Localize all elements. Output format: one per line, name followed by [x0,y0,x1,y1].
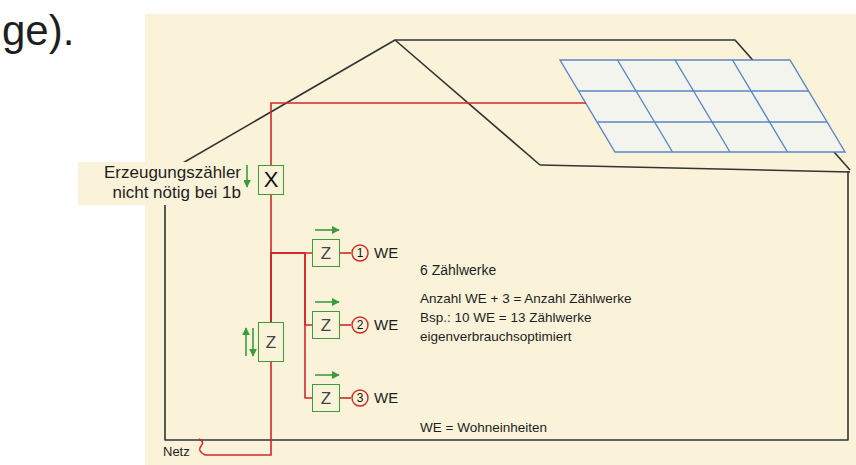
power-wire [199,103,586,455]
info-note: Anzahl WE + 3 = Anzahl Zählwerke [420,291,632,307]
power-wire [271,253,312,322]
callout-number: 1 [357,247,364,259]
direction-arrows [246,165,339,375]
unit-number-circle: 2 [351,316,369,334]
power-wire [271,253,312,325]
info-heading: 6 Zählwerke [420,262,496,279]
meter-letter: Z [321,245,331,262]
power-wire [340,324,351,326]
meter-box: Z [312,384,340,412]
meter-note: Erzeugungszähler nicht nötig bei 1b [78,162,244,205]
meter-box: Z [258,322,284,362]
info-note: eigenverbrauchsoptimiert [420,329,572,345]
unit-label: WE [374,244,398,262]
power-wire [340,252,351,254]
meter-letter: Z [266,334,276,351]
cut-off-heading: ge). [2,6,74,56]
meter-letter: X [264,169,279,191]
photo-ground [145,14,856,465]
callout-number: 2 [357,319,364,331]
meter-letter: Z [321,390,331,407]
circle-outline [352,390,368,406]
circle-outline [352,317,368,333]
circle-outline [352,245,368,261]
unit-number-circle: 1 [351,244,369,262]
callout-number: 3 [357,392,364,404]
unit-number-circle: 3 [351,389,369,407]
house-outline [150,40,850,440]
unit-label: WE [374,316,398,334]
grid-label: Netz [163,444,190,460]
meter-box: X [258,165,284,195]
info-note: Bsp.: 10 WE = 13 Zählwerke [420,310,591,326]
solar-panel [560,60,845,152]
meter-box: Z [312,239,340,267]
meter-letter: Z [321,317,331,334]
meter-box: Z [312,311,340,339]
unit-label: WE [374,389,398,407]
power-wire [340,397,351,399]
legend-note: WE = Wohneinheiten [420,420,547,436]
